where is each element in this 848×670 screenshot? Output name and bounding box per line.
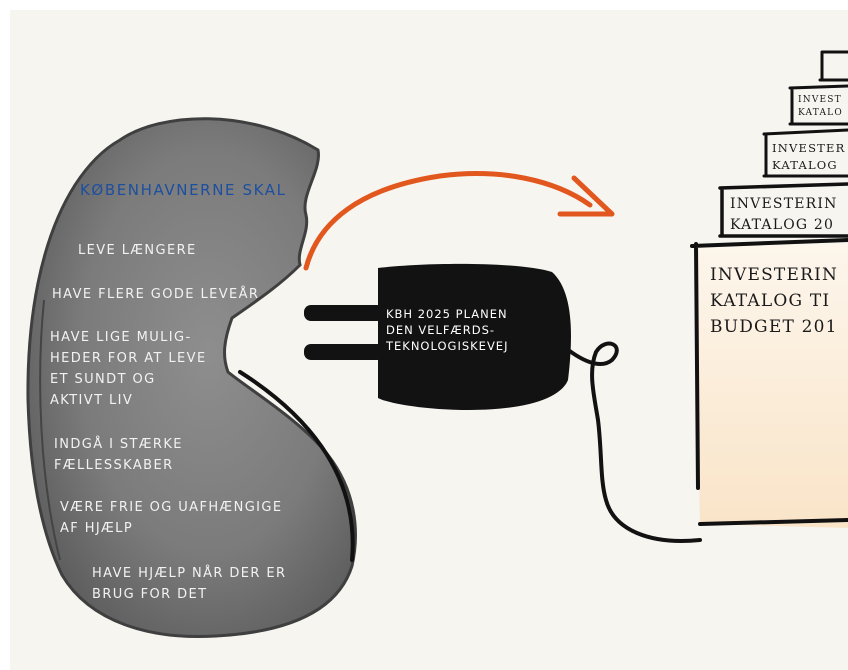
book-main — [694, 244, 848, 528]
book-second — [718, 182, 848, 238]
book-fourth — [788, 84, 848, 126]
blob-item-1: LEVE LÆNGERE — [78, 243, 197, 258]
kidney-blob — [26, 117, 357, 639]
plug-body — [378, 263, 571, 410]
blob-outline-stroke — [39, 299, 61, 561]
plug-cable — [560, 341, 702, 543]
book-top — [818, 50, 848, 82]
blob-item-2: HAVE FLERE GODE LEVEÅR — [52, 287, 260, 302]
book-main-outline — [690, 238, 848, 526]
book-third — [762, 128, 848, 178]
blob-item-3: HAVE LIGE MULIG- HEDER FOR AT LEVE ET SU… — [50, 330, 207, 408]
blob-outline-stroke — [238, 370, 355, 562]
plug-label: KBH 2025 PLANEN DEN VELFÆRDS- TEKNOLOGIS… — [386, 307, 509, 353]
blob-item-4: INDGÅ I STÆRKE FÆLLESSKABER — [54, 437, 183, 473]
diagram-heading: KØBENHAVNERNE SKAL — [80, 181, 287, 199]
plug-prong-bottom — [304, 344, 384, 360]
blob-item-6: HAVE HJÆLP NÅR DER ER BRUG FOR DET — [92, 566, 287, 602]
orange-arrow-head — [557, 175, 615, 217]
plug-prong-top — [304, 305, 384, 321]
blob-item-5: VÆRE FRIE OG UAFHÆNGIGE AF HJÆLP — [60, 500, 283, 536]
orange-arrow — [303, 171, 593, 271]
